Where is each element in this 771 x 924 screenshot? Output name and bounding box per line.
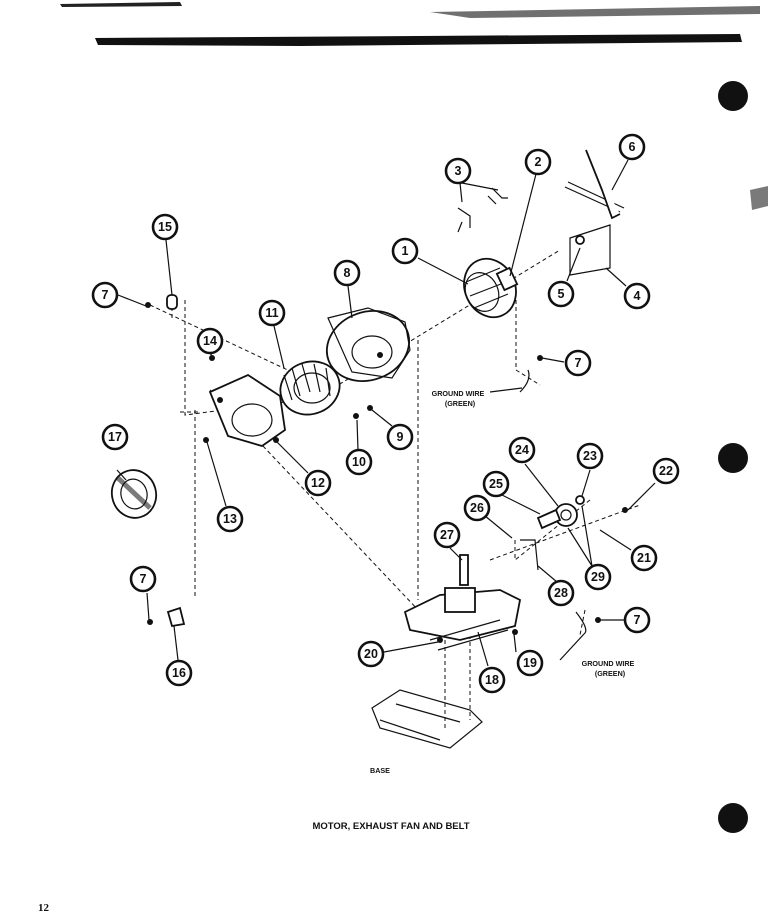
svg-text:22: 22 [659, 464, 673, 478]
svg-text:11: 11 [265, 306, 278, 320]
callout-27: 27 [433, 521, 461, 549]
svg-text:18: 18 [485, 673, 499, 687]
svg-text:8: 8 [344, 266, 351, 280]
svg-text:14: 14 [203, 334, 217, 348]
callout-25: 25 [482, 470, 510, 498]
fan-housing-drawing [325, 307, 411, 382]
svg-text:2: 2 [535, 155, 542, 169]
callout-1: 1 [391, 237, 419, 265]
pulley-bracket-drawing [569, 224, 611, 276]
svg-text:15: 15 [158, 220, 172, 234]
ground-wire-squiggle-1 [519, 369, 530, 393]
svg-text:7: 7 [634, 613, 641, 627]
notes: GROUND WIRE (GREEN) GROUND WIRE (GREEN) … [370, 389, 635, 775]
ground-wire-note-1-line1: GROUND WIRE [432, 389, 485, 398]
callout-29: 29 [584, 563, 612, 591]
callout-22: 22 [652, 457, 680, 485]
callout-12: 12 [304, 469, 332, 497]
tab-15-drawing [166, 294, 178, 310]
callout-16: 16 [165, 659, 193, 687]
seal-ring-drawing [110, 469, 158, 519]
callout-7-lower-right: 7 [623, 606, 651, 634]
diagram-caption: MOTOR, EXHAUST FAN AND BELT [312, 821, 469, 832]
tab-16-drawing [166, 606, 186, 628]
callout-17: 17 [101, 423, 129, 451]
callout-2: 2 [524, 148, 552, 176]
svg-text:21: 21 [637, 551, 651, 565]
svg-text:10: 10 [352, 455, 366, 469]
callout-4: 4 [623, 282, 651, 310]
housing-cover-drawing [208, 373, 286, 447]
callout-28: 28 [547, 579, 575, 607]
motor-drawing [463, 257, 519, 319]
callout-26: 26 [463, 494, 491, 522]
svg-text:24: 24 [515, 443, 529, 457]
motor-mount-drawing [403, 495, 585, 651]
base-label: BASE [370, 766, 390, 775]
ground-wire-note-1-line2: (GREEN) [445, 399, 476, 408]
ground-wire-note-2-line1: GROUND WIRE [582, 659, 635, 668]
svg-text:19: 19 [523, 656, 537, 670]
callout-5: 5 [547, 280, 575, 308]
callout-15: 15 [151, 213, 179, 241]
svg-text:12: 12 [311, 476, 325, 490]
svg-text:23: 23 [583, 449, 597, 463]
callout-7-top-left: 7 [91, 281, 119, 309]
svg-text:1: 1 [402, 244, 409, 258]
blower-wheel-drawing [279, 360, 341, 416]
callout-7-ground-right: 7 [564, 349, 592, 377]
svg-text:16: 16 [172, 666, 186, 680]
base-drawing [371, 689, 483, 749]
callout-21: 21 [630, 544, 658, 572]
callout-3: 3 [444, 157, 472, 185]
svg-text:7: 7 [102, 288, 109, 302]
callout-23: 23 [576, 442, 604, 470]
svg-text:17: 17 [108, 430, 122, 444]
svg-text:9: 9 [397, 430, 404, 444]
svg-text:25: 25 [489, 477, 503, 491]
clips-drawing [457, 187, 508, 233]
svg-text:28: 28 [554, 586, 568, 600]
svg-text:6: 6 [629, 140, 636, 154]
svg-text:3: 3 [455, 164, 462, 178]
callout-8: 8 [333, 259, 361, 287]
callout-9: 9 [386, 423, 414, 451]
callout-14: 14 [196, 327, 224, 355]
ground-wire-note-2-line2: (GREEN) [595, 669, 626, 678]
svg-text:7: 7 [140, 572, 147, 586]
callout-19: 19 [516, 649, 544, 677]
svg-text:27: 27 [440, 528, 454, 542]
svg-text:26: 26 [470, 501, 484, 515]
callouts: 1 2 3 4 5 6 7 8 9 10 11 12 13 14 15 16 1… [91, 133, 680, 694]
svg-text:20: 20 [364, 647, 378, 661]
svg-text:7: 7 [575, 356, 582, 370]
callout-11: 11 [258, 299, 286, 327]
svg-text:5: 5 [558, 287, 565, 301]
leader-lines [116, 159, 656, 667]
callout-7-lower-left: 7 [129, 565, 157, 593]
screws-drawing [145, 302, 628, 643]
svg-text:29: 29 [591, 570, 605, 584]
callout-13: 13 [216, 505, 244, 533]
callout-20: 20 [357, 640, 385, 668]
callout-6: 6 [618, 133, 646, 161]
callout-10: 10 [345, 448, 373, 476]
svg-text:4: 4 [634, 289, 641, 303]
callout-18: 18 [478, 666, 506, 694]
callout-24: 24 [508, 436, 536, 464]
part-drawings [110, 149, 628, 749]
ground-wire-squiggle-2 [575, 611, 587, 635]
svg-text:13: 13 [223, 512, 237, 526]
scan-edge-artifacts [60, 2, 768, 833]
page-number: 12 [38, 902, 50, 914]
